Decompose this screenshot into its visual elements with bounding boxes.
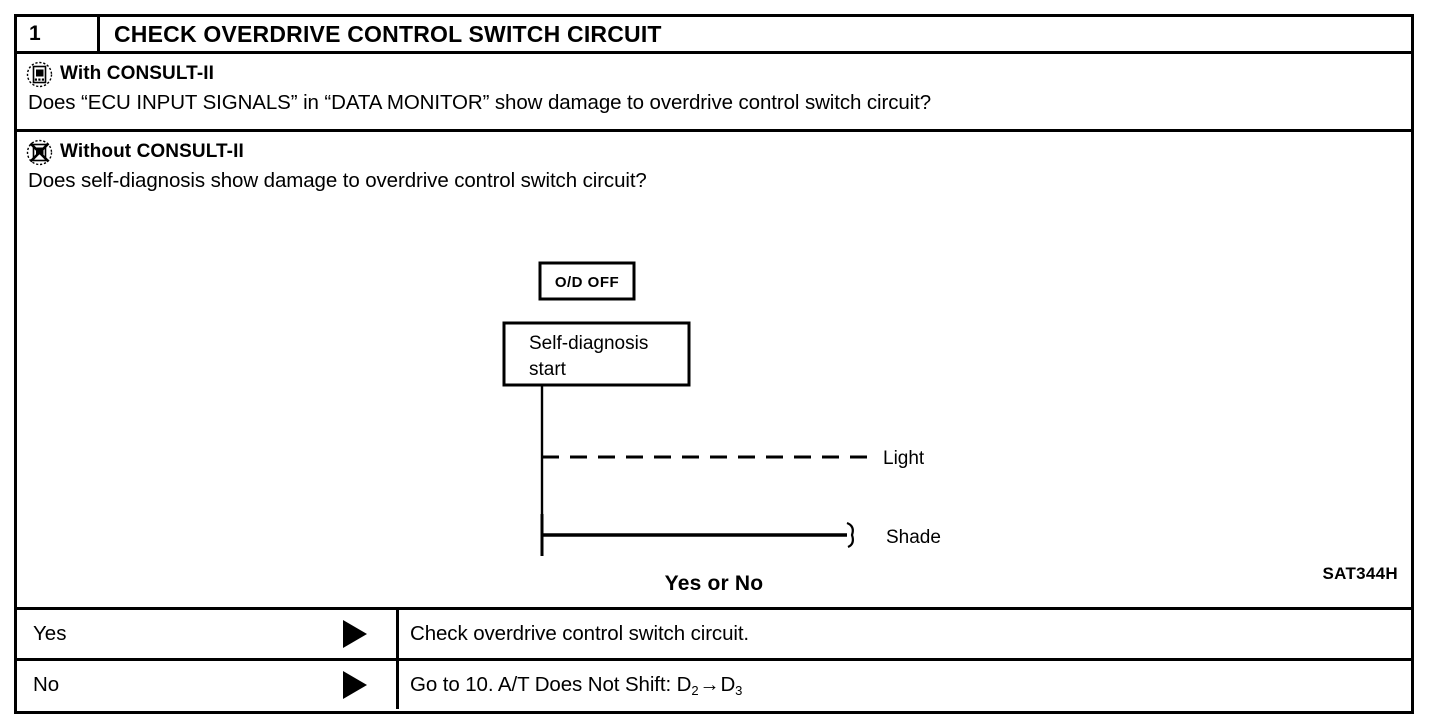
solid-right-triangle-icon (343, 620, 367, 648)
svg-text:Light: Light (883, 448, 925, 469)
result-row-yes: Yes Check overdrive control switch circu… (17, 607, 1411, 658)
svg-text:O/D OFF: O/D OFF (555, 274, 619, 291)
result-action-yes: Check overdrive control switch circuit. (399, 610, 1411, 658)
condition-question-with-consult: Does “ECU INPUT SIGNALS” in “DATA MONITO… (28, 91, 932, 114)
svg-text:start: start (529, 359, 567, 380)
condition-label-without-consult: Without CONSULT-II (60, 141, 244, 162)
consult-tool-icon (26, 61, 53, 88)
result-action-text-no: Go to 10. A/T Does Not Shift: D (410, 673, 692, 696)
gear-subscript-to: 3 (735, 682, 743, 698)
condition-heading-with-consult: With CONSULT-II (17, 54, 1411, 88)
condition-heading-without-consult: Without CONSULT-II (17, 132, 1411, 166)
gear-subscript-from: 2 (691, 682, 699, 698)
figure-reference-code: SAT344H (1322, 564, 1398, 583)
solid-right-triangle-icon (343, 671, 367, 699)
condition-question-without-consult: Does self-diagnosis show damage to overd… (28, 169, 647, 192)
svg-text:Shade: Shade (886, 527, 941, 548)
step-header-row: 1 CHECK OVERDRIVE CONTROL SWITCH CIRCUIT (17, 17, 1411, 54)
shift-arrow-glyph: → (699, 673, 720, 696)
result-action-text-yes: Check overdrive control switch circuit. (410, 622, 750, 645)
result-answer-label-no: No (33, 673, 60, 696)
gear-label-to: D (720, 673, 736, 696)
consult-tool-crossed-out-icon (26, 139, 53, 166)
step-title: CHECK OVERDRIVE CONTROL SWITCH CIRCUIT (114, 20, 662, 47)
decision-prompt: Yes or No (664, 572, 764, 595)
condition-block-with-consult: With CONSULT-II Does “ECU INPUT SIGNALS”… (17, 54, 1411, 132)
self-diagnosis-timing-illustration: O/D OFF Self-diagnosis start Light (17, 232, 1411, 562)
result-answer-yes: Yes (17, 610, 399, 658)
result-answer-no: No (17, 661, 399, 709)
diagnostic-step-table: 1 CHECK OVERDRIVE CONTROL SWITCH CIRCUIT… (14, 14, 1414, 714)
result-answer-label-yes: Yes (33, 622, 67, 645)
step-number-cell: 1 (17, 17, 100, 51)
condition-label-with-consult: With CONSULT-II (60, 63, 215, 84)
svg-text:Self-diagnosis: Self-diagnosis (529, 333, 648, 354)
condition-block-without-consult: Without CONSULT-II Does self-diagnosis s… (17, 132, 1411, 607)
